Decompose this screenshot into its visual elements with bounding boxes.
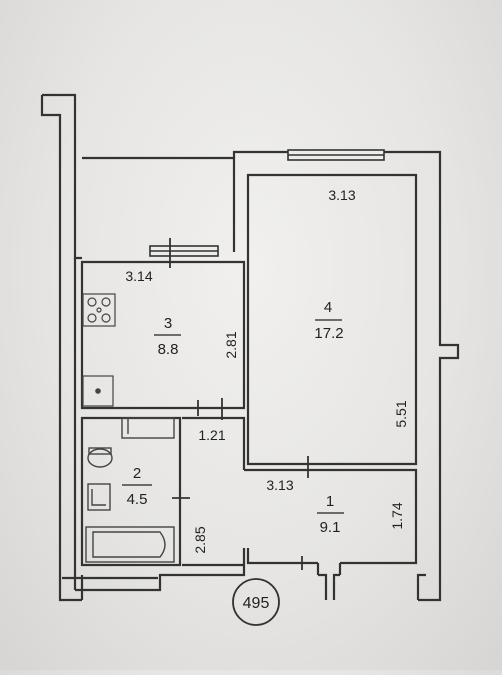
- room-1-area: 9.1: [320, 519, 341, 536]
- room-4-length-label: 5.51: [393, 400, 409, 427]
- room-4-width-label: 3.13: [328, 187, 355, 203]
- sink-icon: [82, 375, 114, 407]
- room-4-number: 4: [324, 299, 332, 316]
- room-4-area: 17.2: [314, 325, 343, 342]
- washbasin-icon: [87, 483, 111, 511]
- windows: [149, 149, 385, 257]
- room-1-number: 1: [326, 493, 334, 510]
- room-1-width-label: 3.13: [266, 477, 293, 493]
- room-1-length-label: 1.74: [389, 502, 405, 529]
- toilet-icon: [87, 447, 113, 468]
- room-2-number: 2: [133, 465, 141, 482]
- bathtub-icon: [85, 526, 175, 563]
- room-3-width-label: 3.14: [125, 268, 152, 284]
- room-2-area: 4.5: [127, 491, 148, 508]
- room-3-length-label: 2.81: [223, 331, 239, 358]
- plan-number-badge: [232, 578, 280, 626]
- room-2-length-label: 2.85: [192, 526, 208, 553]
- plan-number: 495: [243, 595, 270, 612]
- stove-icon: [82, 293, 116, 327]
- room-1-extra-label: 1.21: [198, 427, 225, 443]
- door-marks: [169, 238, 309, 570]
- room-3-number: 3: [164, 315, 172, 332]
- cabinet: [121, 417, 175, 439]
- room-3-area: 8.8: [158, 341, 179, 358]
